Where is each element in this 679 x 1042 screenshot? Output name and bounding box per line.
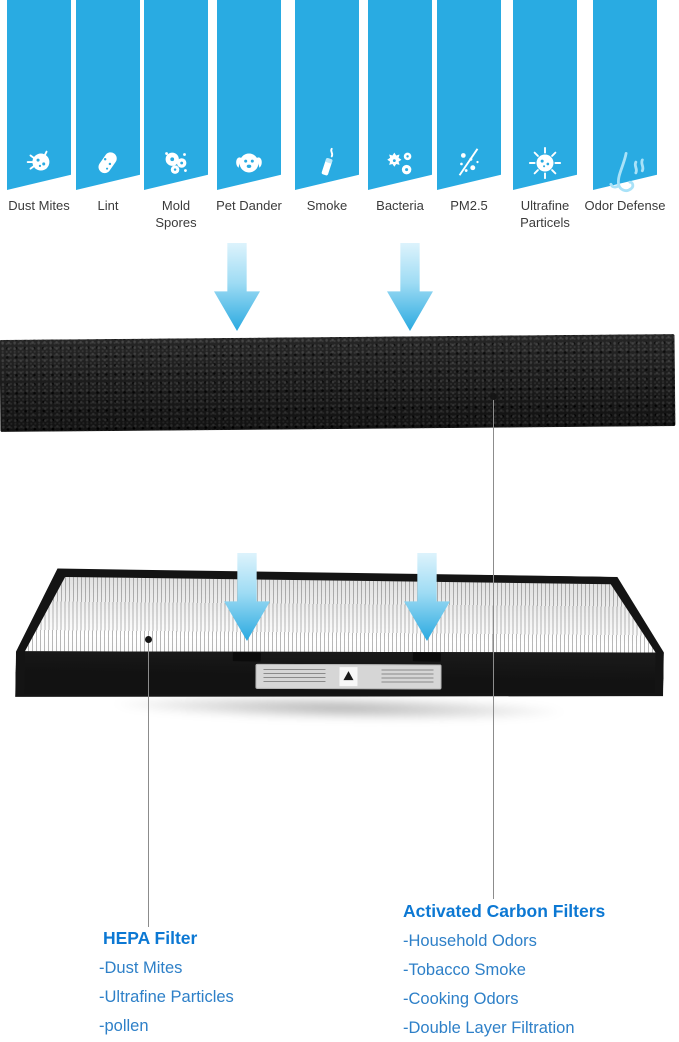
hepa-section-item: -Dust Mites: [99, 959, 183, 977]
bacteria-icon: [383, 146, 417, 180]
hepa-callout-dot: [145, 636, 152, 643]
pm25-icon: [452, 146, 486, 180]
pollutant-column: Dust Mites: [7, 0, 71, 240]
smoke-icon: [310, 146, 344, 180]
hepa-section-item: -pollen: [99, 1017, 149, 1035]
activated-carbon-filter-image: [0, 334, 676, 432]
pollutant-column: Mold Spores: [144, 0, 208, 240]
filter-info-label: [255, 663, 442, 689]
pollutant-label: PM2.5: [450, 198, 488, 213]
carbon-section-item: -Double Layer Filtration: [403, 1019, 575, 1037]
ultrafine-particles-icon: [528, 146, 562, 180]
pollutant-label: Bacteria: [376, 198, 424, 213]
carbon-callout-line: [493, 399, 494, 899]
label-arrow-mark: [339, 666, 358, 686]
dust-mites-icon: [22, 146, 56, 180]
pollutant-label: Odor Defense: [584, 198, 666, 213]
carbon-section-item: -Tobacco Smoke: [403, 961, 526, 979]
filter-clip: [232, 652, 261, 662]
carbon-section-item: -Cooking Odors: [403, 990, 519, 1008]
pollutant-column: Lint: [76, 0, 140, 240]
pollutant-label: Lint: [97, 198, 119, 213]
pollutant-label: Dust Mites: [8, 198, 70, 213]
carbon-section-item: -Household Odors: [403, 932, 537, 950]
label-fine-print: [263, 668, 326, 684]
carbon-section: Activated Carbon Filters -Household Odor…: [403, 901, 605, 1038]
hepa-section-title: HEPA Filter: [103, 928, 198, 948]
pollutant-column: Pet Dander: [216, 0, 282, 240]
hepa-section: HEPA Filter -Dust Mites -Ultrafine Parti…: [99, 928, 234, 1036]
pollutant-label: Mold Spores: [155, 198, 197, 230]
pet-dander-icon: [232, 146, 266, 180]
filter-clip: [412, 652, 441, 662]
down-arrow: [214, 243, 260, 331]
pollutant-column: PM2.5: [437, 0, 501, 240]
pollutant-ribbon: [368, 0, 432, 190]
hepa-filter-image: [15, 566, 666, 730]
lint-icon: [91, 146, 125, 180]
pollutant-ribbon: [437, 0, 501, 190]
hepa-callout-line: [148, 642, 149, 927]
mold-spores-icon: [159, 146, 193, 180]
pollutant-column: Smoke: [295, 0, 359, 240]
down-arrow: [387, 243, 433, 331]
odor-defense-nose-icon: [599, 148, 651, 200]
pollutant-label: Pet Dander: [216, 198, 282, 213]
pollutant-label: Ultrafine Particels: [520, 198, 570, 230]
pollutant-column: Odor Defense: [585, 0, 665, 240]
pollutant-column: Ultrafine Particels: [513, 0, 577, 240]
carbon-section-title: Activated Carbon Filters: [403, 901, 606, 921]
carbon-callout-dot: [490, 393, 497, 400]
label-fine-print: [381, 668, 434, 684]
hepa-section-item: -Ultrafine Particles: [99, 988, 234, 1006]
pollutant-label: Smoke: [306, 198, 348, 213]
pollutant-column: Bacteria: [368, 0, 432, 240]
